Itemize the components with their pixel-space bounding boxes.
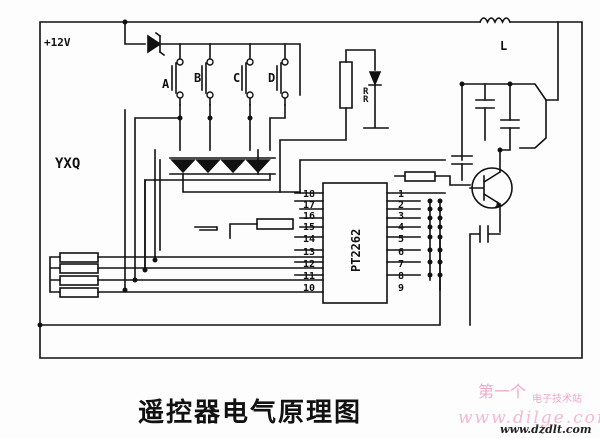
switch-a xyxy=(171,43,181,106)
switch-d xyxy=(276,43,286,106)
tank-coil xyxy=(461,83,547,149)
led-row xyxy=(170,159,271,174)
top-diode-wire xyxy=(124,21,301,96)
pin15-resistor xyxy=(256,218,294,230)
switch-label-b: B xyxy=(194,71,201,85)
pin-label: 17 xyxy=(303,200,315,211)
watermark-url: www.dzdlt.com xyxy=(500,423,592,436)
pin-label: 13 xyxy=(303,247,315,258)
tank-cap-1 xyxy=(475,99,495,109)
right-pin-labels: 1 2 3 4 5 6 7 8 9 xyxy=(398,189,404,294)
top-diode xyxy=(147,34,162,54)
switch-label-c: C xyxy=(233,71,240,85)
resistor-label: R xyxy=(363,87,369,97)
network-resistor-3 xyxy=(59,275,99,286)
pin-label: 3 xyxy=(398,211,404,222)
pin-label: 4 xyxy=(398,222,404,233)
pin-label: 15 xyxy=(303,222,315,233)
pin-label: 6 xyxy=(398,247,404,258)
pt2262-chip xyxy=(322,182,388,304)
switch-label-d: D xyxy=(268,71,275,85)
switch-c xyxy=(241,43,251,106)
left-pin-labels: 18 17 16 15 14 13 12 11 10 xyxy=(303,189,315,294)
inductor-label: L xyxy=(500,39,507,53)
pin-label: 14 xyxy=(303,234,315,245)
pin-label: 16 xyxy=(303,211,315,222)
pin-label: 8 xyxy=(398,271,404,282)
tank-cap-2 xyxy=(500,119,520,129)
output-resistor xyxy=(404,171,436,182)
network-resistor-1 xyxy=(59,252,99,263)
pin-label: 9 xyxy=(398,283,404,294)
emitter-cap xyxy=(469,225,501,326)
pin-label: 2 xyxy=(398,200,404,211)
inductor-l xyxy=(478,17,512,24)
pin-label: 5 xyxy=(398,234,404,245)
switch-label-a: A xyxy=(162,77,170,91)
resistor-label-2: R xyxy=(363,95,369,105)
watermark-brand: 第一个 xyxy=(478,382,527,401)
diagram-caption: 遥控器电气原理图 xyxy=(138,398,363,428)
network-resistor-4 xyxy=(59,287,99,298)
switch-b xyxy=(201,43,211,106)
pin-label: 7 xyxy=(398,259,404,270)
indicator-resistor xyxy=(339,61,353,109)
indicator-led xyxy=(368,71,382,87)
pin-label: 11 xyxy=(303,271,315,282)
watermark-tagline: 电子技术站 xyxy=(532,394,582,405)
pin-label: 10 xyxy=(303,283,315,294)
supply-label: +12V xyxy=(44,36,71,49)
device-label: YXQ xyxy=(55,156,80,172)
chip-label: PT2262 xyxy=(349,229,363,272)
pin-label: 18 xyxy=(303,189,315,200)
pin-label: 1 xyxy=(398,189,404,200)
watermark-site: www.dilge.com xyxy=(458,408,600,428)
network-resistor-2 xyxy=(59,263,99,274)
pin-label: 12 xyxy=(303,259,315,270)
